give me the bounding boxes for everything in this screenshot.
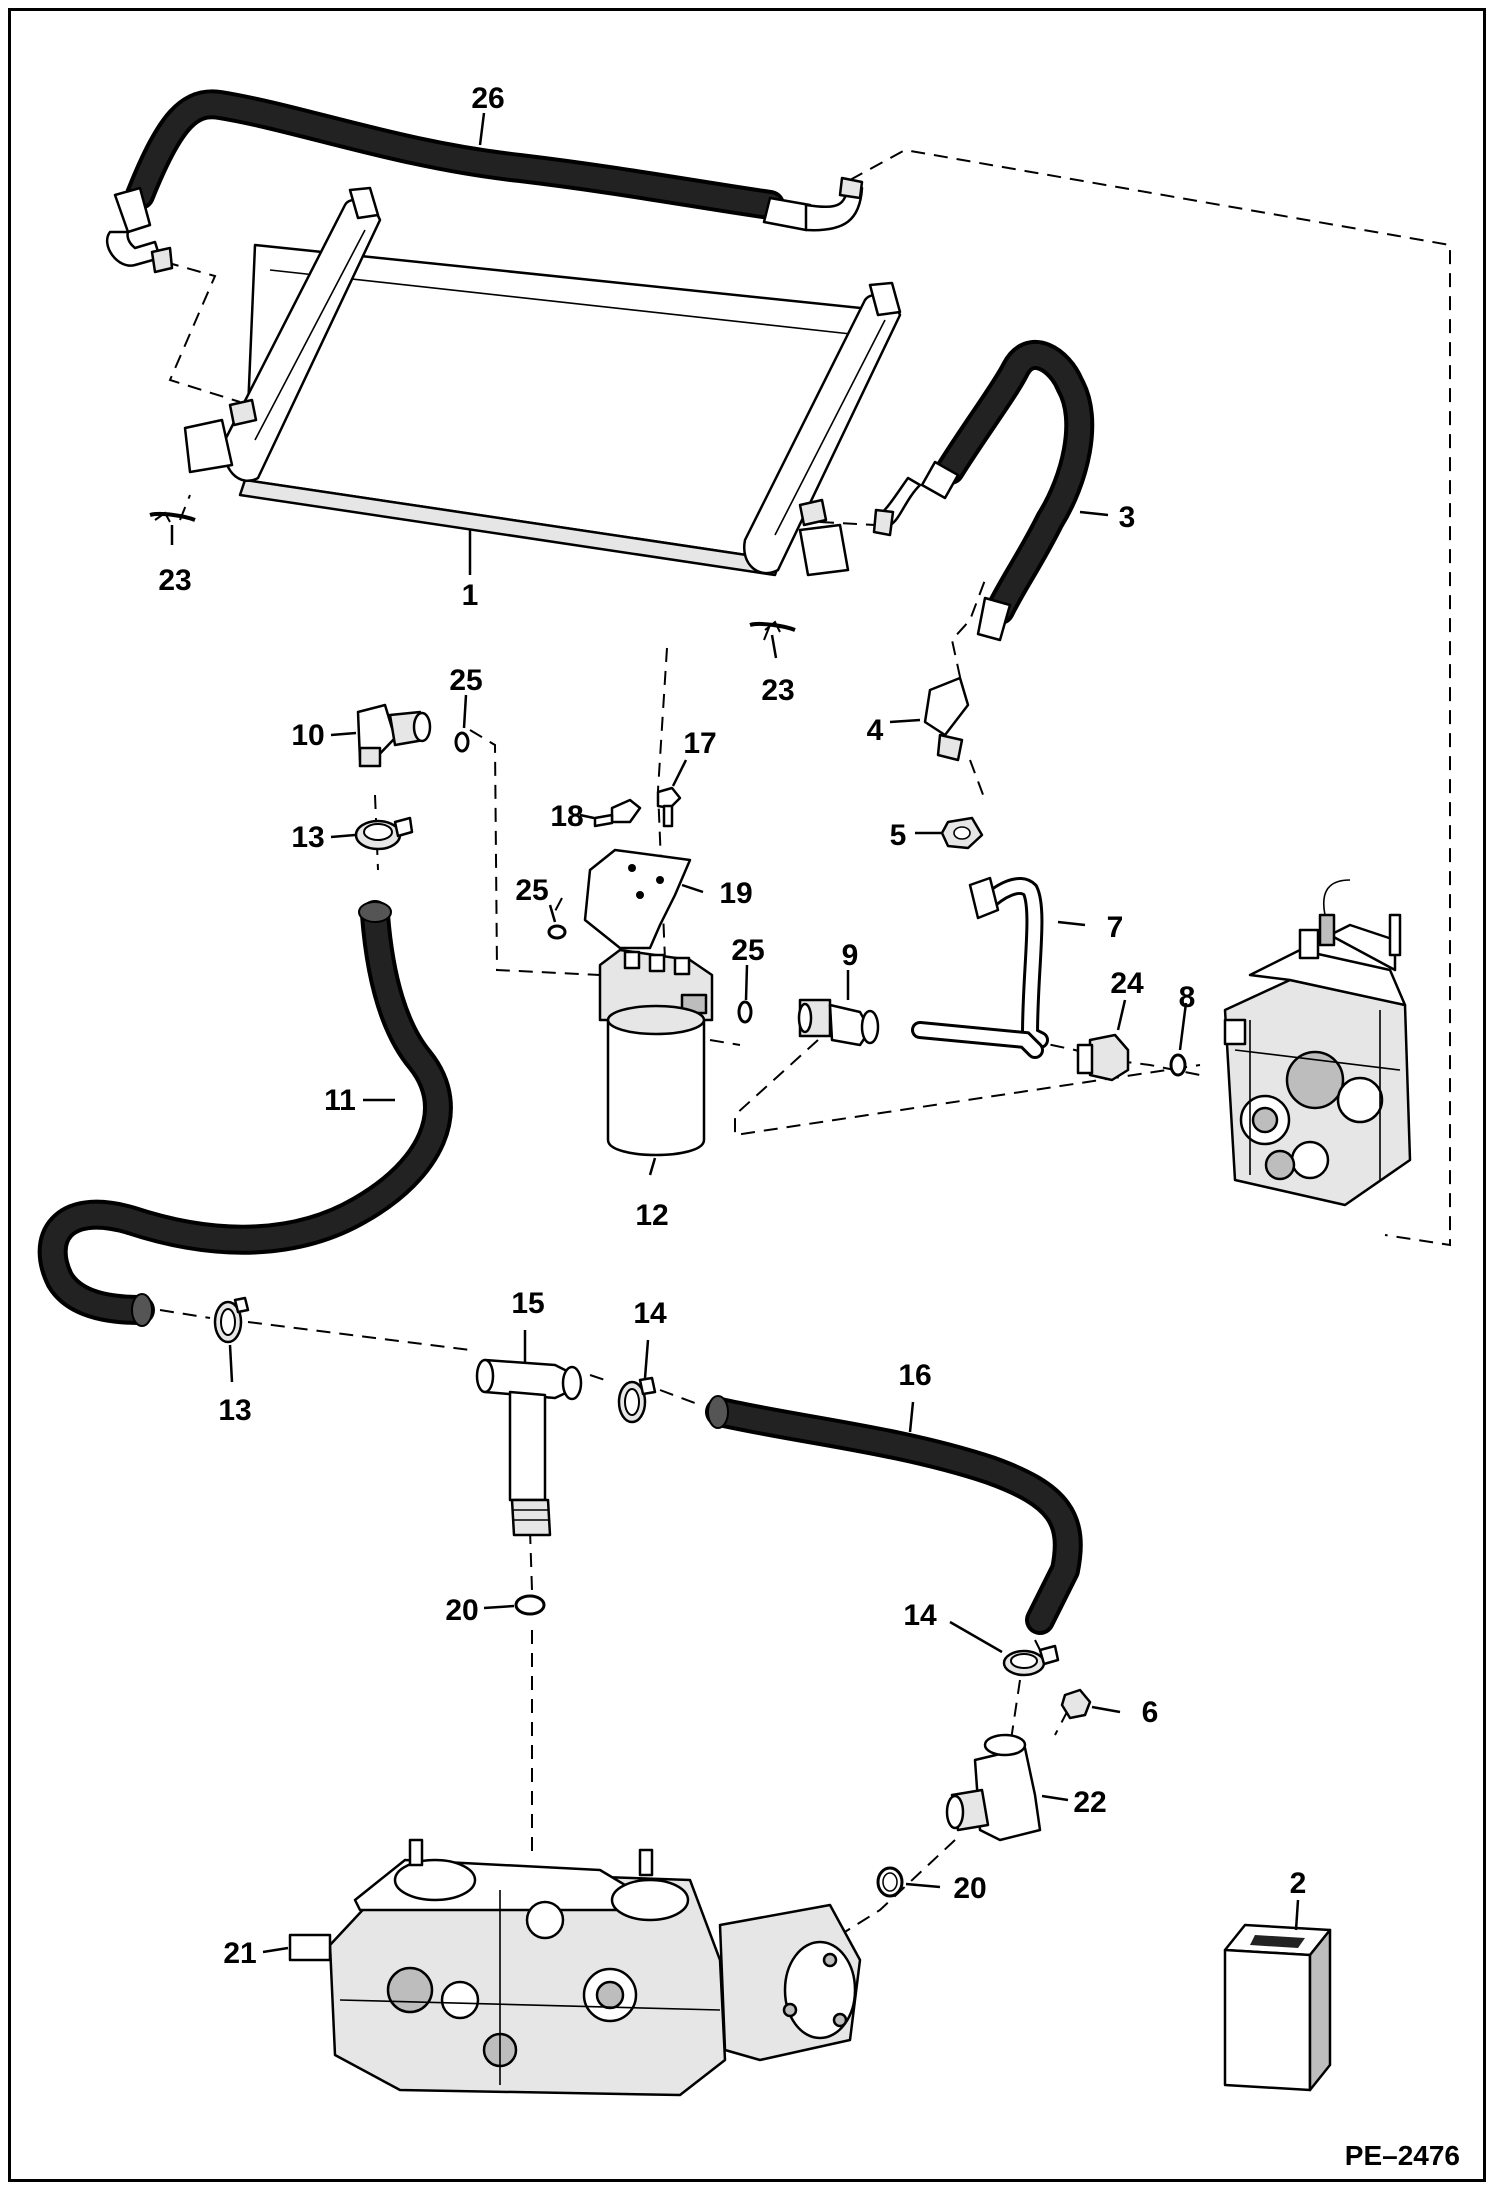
o-ring-25-bracket <box>547 924 567 940</box>
tie-strap-23-left <box>149 511 196 523</box>
callout-20-upper: 20 <box>445 1594 478 1627</box>
callout-16: 16 <box>898 1359 931 1392</box>
leader-lines <box>170 112 1300 1954</box>
callout-13-upper: 13 <box>291 821 324 854</box>
tube-7 <box>911 876 1049 1059</box>
hose-11 <box>37 900 453 1327</box>
tie-strap-23-right <box>749 620 796 633</box>
callout-25-mid: 25 <box>731 934 764 967</box>
callout-13-lower: 13 <box>218 1394 251 1427</box>
tee-15 <box>475 1358 583 1537</box>
clamp-14-upper <box>617 1376 657 1424</box>
callout-15: 15 <box>511 1287 544 1320</box>
decal-kit-2 <box>1223 1923 1332 2092</box>
o-ring-20-lower <box>876 1866 904 1898</box>
plug-6 <box>1060 1688 1092 1720</box>
callout-20-lower: 20 <box>953 1872 986 1905</box>
hydrostatic-pump-21 <box>288 1838 862 2097</box>
oil-cooler-1 <box>183 186 902 577</box>
filter-12 <box>598 948 714 1157</box>
clamp-13-lower <box>213 1296 250 1344</box>
callout-26: 26 <box>471 82 504 115</box>
control-valve <box>1223 879 1412 1207</box>
clamp-14-lower <box>1002 1644 1060 1677</box>
callout-3: 3 <box>1119 501 1136 534</box>
fitting-9 <box>797 998 880 1047</box>
o-ring-20-upper <box>514 1594 546 1616</box>
callout-23-right: 23 <box>761 674 794 707</box>
callout-14-lower: 14 <box>903 1599 937 1632</box>
callout-10: 10 <box>291 719 324 752</box>
callout-11: 11 <box>324 1084 356 1117</box>
elbow-10 <box>356 703 432 768</box>
callout-1: 1 <box>462 579 479 612</box>
callout-23-left: 23 <box>158 564 191 597</box>
callout-17: 17 <box>683 727 716 760</box>
callout-2: 2 <box>1290 1867 1307 1900</box>
callout-25-bracket: 25 <box>515 874 548 907</box>
callout-12: 12 <box>635 1199 668 1232</box>
callout-7: 7 <box>1107 911 1124 944</box>
callout-24: 24 <box>1110 967 1144 1000</box>
callout-19: 19 <box>719 877 752 910</box>
mounting-bracket-19 <box>583 848 692 950</box>
capscrew-17 <box>656 786 682 828</box>
hose-3 <box>872 340 1095 642</box>
hose-16 <box>705 1395 1083 1635</box>
callout-8: 8 <box>1179 981 1196 1014</box>
o-ring-25-mid <box>737 1000 753 1024</box>
callout-9: 9 <box>842 939 859 972</box>
callout-18: 18 <box>550 800 583 833</box>
callout-4: 4 <box>867 714 884 747</box>
capscrew-18 <box>593 798 642 828</box>
clamp-13-top <box>354 816 414 851</box>
elbow-22 <box>945 1733 1042 1842</box>
adapter-24 <box>1076 1033 1130 1082</box>
nut-5 <box>940 816 984 850</box>
callout-21: 21 <box>223 1937 256 1970</box>
figure-code: PE–2476 <box>1345 2140 1460 2171</box>
o-ring-25-top <box>454 731 470 753</box>
o-ring-8 <box>1169 1053 1187 1077</box>
elbow-adapter-4 <box>923 676 970 762</box>
callout-22: 22 <box>1073 1786 1106 1819</box>
callout-labels: 26 1 23 23 3 4 5 7 24 8 10 25 13 18 17 1… <box>158 82 1306 1970</box>
callout-6: 6 <box>1142 1696 1159 1729</box>
callout-14-upper: 14 <box>633 1297 667 1330</box>
hose-26 <box>105 89 864 274</box>
callout-5: 5 <box>890 819 907 852</box>
callout-25-top: 25 <box>449 664 482 697</box>
